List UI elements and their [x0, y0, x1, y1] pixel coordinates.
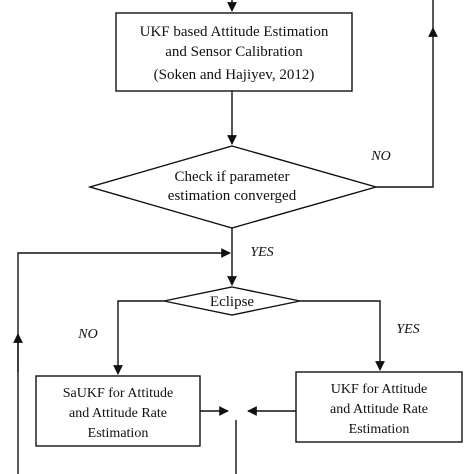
- node-check-convergence-line1: Check if parameter: [175, 169, 290, 185]
- node-ukf-calibration-line2: and Sensor Calibration: [165, 44, 303, 60]
- node-saukf-line1: SaUKF for Attitude: [63, 386, 173, 401]
- node-ukf-rate-line1: UKF for Attitude: [331, 382, 427, 397]
- node-ukf-rate-line2: and Attitude Rate: [330, 402, 428, 417]
- node-check-convergence-line2: estimation converged: [168, 188, 297, 204]
- node-saukf: SaUKF for Attitude and Attitude Rate Est…: [35, 375, 201, 447]
- node-saukf-line2: and Attitude Rate: [69, 406, 167, 421]
- edge-label-check-yes: YES: [250, 245, 273, 260]
- edge-label-check-no: NO: [370, 149, 390, 164]
- node-eclipse: Eclipse: [163, 286, 301, 316]
- node-ukf-rate-box: [295, 371, 463, 443]
- node-ukf-calibration-box: [115, 12, 353, 92]
- node-ukf-calibration-line1: UKF based Attitude Estimation: [140, 24, 329, 40]
- edge-eclipse-no-to-saukf: [113, 300, 164, 375]
- edge-label-eclipse-no: NO: [77, 327, 97, 342]
- node-ukf-calibration: UKF based Attitude Estimation and Sensor…: [115, 12, 353, 92]
- edge-feedback-loop-to-eclipse: [17, 248, 231, 474]
- node-ukf-rate: UKF for Attitude and Attitude Rate Estim…: [295, 371, 463, 443]
- node-ukf-rate-line3: Estimation: [349, 422, 410, 437]
- node-check-convergence: Check if parameter estimation converged: [87, 145, 379, 229]
- node-eclipse-label: Eclipse: [210, 294, 254, 310]
- node-check-convergence-diamond: [87, 145, 379, 229]
- node-eclipse-diamond: [163, 286, 301, 316]
- edge-eclipse-yes-to-ukf-rate: [300, 300, 385, 371]
- edge-check-no-loop: [376, 27, 438, 188]
- node-ukf-calibration-line3: (Soken and Hajiyev, 2012): [154, 67, 315, 83]
- node-saukf-line3: Estimation: [88, 426, 149, 441]
- edge-label-eclipse-yes: YES: [396, 322, 419, 337]
